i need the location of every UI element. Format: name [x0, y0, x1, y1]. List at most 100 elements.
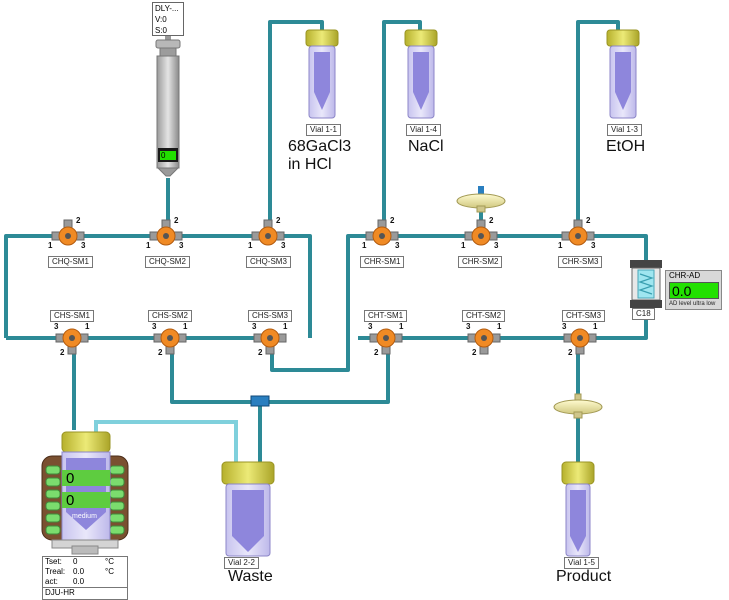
port-number: 2 — [258, 348, 263, 357]
reagent-1-line1: 68GaCl3 — [288, 138, 352, 155]
port-number: 3 — [54, 322, 59, 331]
tset-label: Tset: — [45, 557, 62, 566]
treal-value: 0.0 — [73, 567, 85, 576]
heater-value-2: 0 — [66, 492, 75, 509]
port-number: 3 — [368, 322, 373, 331]
port-number: 1 — [399, 322, 404, 331]
syringe-level: 0 — [161, 151, 166, 160]
heater-name: DJU-HR — [45, 588, 75, 597]
valve-label-chr-sm3: CHR-SM3 — [558, 256, 603, 268]
valve-chs-sm3[interactable] — [253, 328, 287, 355]
port-number: 3 — [395, 241, 400, 250]
act-value: 0.0 — [73, 577, 85, 586]
c18-label: C18 — [632, 308, 655, 320]
port-number: 2 — [60, 348, 65, 357]
valve-chq-sm3[interactable] — [251, 219, 285, 246]
port-number: 1 — [248, 241, 253, 250]
port-number: 3 — [152, 322, 157, 331]
valve-chq-sm2[interactable] — [149, 219, 183, 246]
port-number: 1 — [48, 241, 53, 250]
valve-chs-sm1[interactable] — [55, 328, 89, 355]
port-number: 2 — [174, 216, 179, 225]
act-label: act: — [45, 577, 58, 586]
port-number: 1 — [283, 322, 288, 331]
treal-unit: °C — [105, 567, 114, 576]
heater-reactor[interactable] — [41, 431, 129, 555]
valves — [51, 219, 597, 355]
waste-vial[interactable] — [221, 461, 275, 557]
syringe-info-panel[interactable]: DLY-... V:0 S:0 — [152, 2, 184, 36]
reagent-3-name: EtOH — [606, 138, 646, 155]
port-number: 1 — [362, 241, 367, 250]
port-number: 3 — [591, 241, 596, 250]
port-number: 1 — [461, 241, 466, 250]
ad-sensor-panel[interactable]: CHR-AD 0.0 AD level ultra low — [665, 270, 722, 310]
port-number: 3 — [466, 322, 471, 331]
port-number: 2 — [76, 216, 81, 225]
port-number: 1 — [497, 322, 502, 331]
valve-label-chs-sm3: CHS-SM3 — [248, 310, 293, 322]
vial-1-4-label: Vial 1-4 — [406, 124, 441, 136]
waste-label: Waste — [228, 568, 273, 585]
port-number: 2 — [472, 348, 477, 357]
vial-1-3-label: Vial 1-3 — [607, 124, 642, 136]
vent-line — [94, 420, 238, 462]
valve-label-chq-sm3: CHQ-SM3 — [246, 256, 291, 268]
port-number: 3 — [562, 322, 567, 331]
filter-chr-sm2[interactable] — [456, 186, 506, 213]
port-number: 3 — [179, 241, 184, 250]
vial-1-4[interactable] — [404, 29, 438, 119]
port-number: 2 — [374, 348, 379, 357]
valve-label-cht-sm3: CHT-SM3 — [562, 310, 606, 322]
valve-label-chq-sm1: CHQ-SM1 — [48, 256, 93, 268]
port-number: 2 — [568, 348, 573, 357]
vial-1-3[interactable] — [606, 29, 640, 119]
port-number: 1 — [183, 322, 188, 331]
port-number: 2 — [586, 216, 591, 225]
port-number: 3 — [81, 241, 86, 250]
syringe-name: DLY-... — [155, 4, 179, 13]
syringe-volume: V:0 — [155, 15, 167, 24]
c18-cartridge[interactable] — [630, 260, 662, 308]
vial-1-1-label: Vial 1-1 — [306, 124, 341, 136]
valve-chr-sm2[interactable] — [464, 219, 498, 246]
port-number: 1 — [593, 322, 598, 331]
port-number: 3 — [494, 241, 499, 250]
valve-chr-sm3[interactable] — [561, 219, 595, 246]
ad-sensor-name: CHR-AD — [669, 271, 701, 280]
valve-label-chr-sm2: CHR-SM2 — [458, 256, 503, 268]
tee-connector — [250, 395, 270, 407]
valve-cht-sm2[interactable] — [467, 328, 501, 355]
port-number: 3 — [281, 241, 286, 250]
valve-label-chq-sm2: CHQ-SM2 — [145, 256, 190, 268]
valve-cht-sm3[interactable] — [563, 328, 597, 355]
valve-chq-sm1[interactable] — [51, 219, 85, 246]
ad-sensor-value: 0.0 — [669, 282, 719, 299]
vial-1-1[interactable] — [305, 29, 339, 119]
tset-value: 0 — [73, 557, 78, 566]
valve-label-cht-sm1: CHT-SM1 — [364, 310, 408, 322]
port-number: 2 — [158, 348, 163, 357]
heater-mode: medium — [72, 513, 97, 520]
port-number: 2 — [390, 216, 395, 225]
valve-chr-sm1[interactable] — [365, 219, 399, 246]
port-number: 1 — [85, 322, 90, 331]
heater-value-1: 0 — [66, 470, 75, 487]
treal-label: Treal: — [45, 567, 66, 576]
tset-unit: °C — [105, 557, 114, 566]
reagent-1-name: 68GaCl3 in HCl — [288, 138, 351, 174]
valve-cht-sm1[interactable] — [369, 328, 403, 355]
reagent-1-line2: in HCl — [288, 156, 332, 173]
ad-sensor-status: AD level ultra low — [669, 301, 716, 307]
port-number: 1 — [558, 241, 563, 250]
valve-label-cht-sm2: CHT-SM2 — [462, 310, 506, 322]
product-label: Product — [556, 568, 612, 585]
product-vial[interactable] — [561, 461, 595, 557]
heater-table: Tset: 0 °C Treal: 0.0 °C act: 0.0 DJU-HR — [42, 556, 128, 600]
valve-label-chs-sm2: CHS-SM2 — [148, 310, 193, 322]
valve-label-chs-sm1: CHS-SM1 — [50, 310, 95, 322]
valve-chs-sm2[interactable] — [153, 328, 187, 355]
syringe[interactable] — [155, 36, 181, 177]
filter-product[interactable] — [553, 393, 603, 419]
